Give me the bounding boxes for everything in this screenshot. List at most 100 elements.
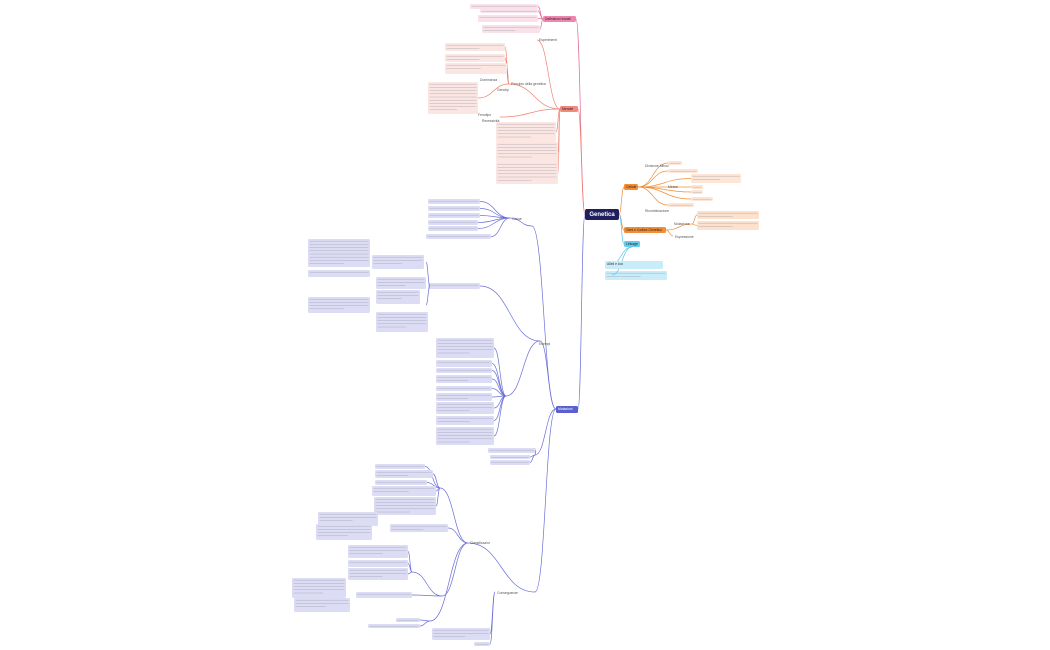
text-block <box>376 277 426 289</box>
label-ricombinazione: Ricombinazione <box>645 209 670 213</box>
connector <box>425 261 431 287</box>
text-block <box>375 464 425 469</box>
connector <box>439 487 469 544</box>
connector <box>537 18 544 20</box>
connector <box>493 347 507 397</box>
text-block <box>426 234 491 239</box>
branch-linkage[interactable]: Linkage <box>624 241 640 247</box>
text-block <box>496 162 558 184</box>
connector <box>429 542 469 622</box>
text-block <box>691 174 741 183</box>
connector <box>637 170 669 188</box>
text-block <box>470 4 538 9</box>
label-principio: Principio della genetica Mendeliana <box>511 82 546 86</box>
connector <box>419 619 431 622</box>
connector <box>529 454 536 463</box>
connector <box>479 215 511 219</box>
text-block <box>482 25 540 33</box>
text-block <box>436 368 492 373</box>
connector <box>637 162 669 188</box>
connector <box>435 487 441 507</box>
label-alleli: Alleli e loci <box>605 261 663 269</box>
text-block <box>436 427 494 445</box>
branch-mutazioni[interactable]: Mutazioni <box>556 406 578 413</box>
text-block <box>348 568 408 580</box>
text-block <box>432 628 490 640</box>
text-block <box>318 512 378 526</box>
label-genotipo: Genotipo <box>497 88 509 92</box>
connector <box>506 68 510 85</box>
text-block <box>308 239 370 267</box>
text-block <box>428 213 480 218</box>
text-block <box>697 211 759 219</box>
text-block <box>488 448 536 453</box>
connector-definizioni <box>575 18 586 215</box>
connector <box>536 39 561 110</box>
branch-cellule[interactable]: Cellule <box>624 184 638 190</box>
branch-geni[interactable]: Geni e Codice Genetico <box>624 227 666 233</box>
connector <box>691 223 698 226</box>
text-block <box>372 486 436 496</box>
label-dominanza: Dominanza <box>480 78 498 82</box>
root-node[interactable]: Genetica <box>585 209 619 220</box>
connector-cellule <box>618 186 625 215</box>
label-esempi: Esempi <box>539 342 551 346</box>
text-block <box>375 470 433 478</box>
connector <box>419 620 431 627</box>
text-block <box>445 54 505 62</box>
connector <box>665 229 674 237</box>
connector <box>531 225 557 410</box>
label-espressione: Espressione genica <box>675 235 694 239</box>
connector <box>539 340 557 410</box>
connector <box>411 571 443 597</box>
text-block <box>428 226 478 231</box>
branch-mendel[interactable]: Mendel <box>560 106 578 112</box>
text-block <box>428 206 480 211</box>
label-esperimenti: Esperimenti <box>539 38 557 42</box>
text-block <box>436 393 492 401</box>
text-block <box>428 82 478 114</box>
connector <box>509 217 533 227</box>
text-block <box>428 220 478 225</box>
connector <box>539 18 544 30</box>
text-block <box>294 598 350 612</box>
text-block <box>390 524 448 532</box>
connector <box>534 450 537 456</box>
text-block <box>428 283 480 289</box>
connector <box>534 408 557 456</box>
branch-definizioni[interactable]: Definizioni iniziali <box>543 16 576 22</box>
text-block <box>436 375 492 383</box>
text-block <box>374 497 436 515</box>
text-block <box>436 386 492 391</box>
text-block <box>697 221 759 230</box>
connector <box>557 108 561 174</box>
label-mutazione: Mutazione <box>674 222 690 226</box>
connector <box>490 217 511 237</box>
text-block <box>496 142 558 162</box>
text-block <box>376 290 420 304</box>
connector <box>425 285 431 306</box>
label-divisione: Divisione Mitosi <box>645 164 669 168</box>
connector <box>477 83 510 99</box>
text-block <box>372 255 424 269</box>
connector <box>499 108 561 118</box>
connector <box>441 542 469 597</box>
text-block <box>436 416 494 425</box>
connector <box>555 108 561 133</box>
linkage-leaf <box>605 271 667 280</box>
connector <box>691 214 698 225</box>
text-block <box>356 592 412 598</box>
connector <box>508 83 561 110</box>
connector <box>479 285 541 342</box>
connector-mendel <box>577 108 586 215</box>
label-recessivita: Recessività <box>482 119 500 123</box>
text-block <box>496 122 556 142</box>
connector-linkage <box>618 213 625 245</box>
connector <box>637 178 692 188</box>
connector <box>493 395 507 437</box>
text-block <box>428 199 480 204</box>
label-conseguenze: Conseguenze <box>497 591 518 595</box>
text-block <box>436 360 492 367</box>
connector <box>665 223 693 231</box>
text-block <box>308 270 370 277</box>
